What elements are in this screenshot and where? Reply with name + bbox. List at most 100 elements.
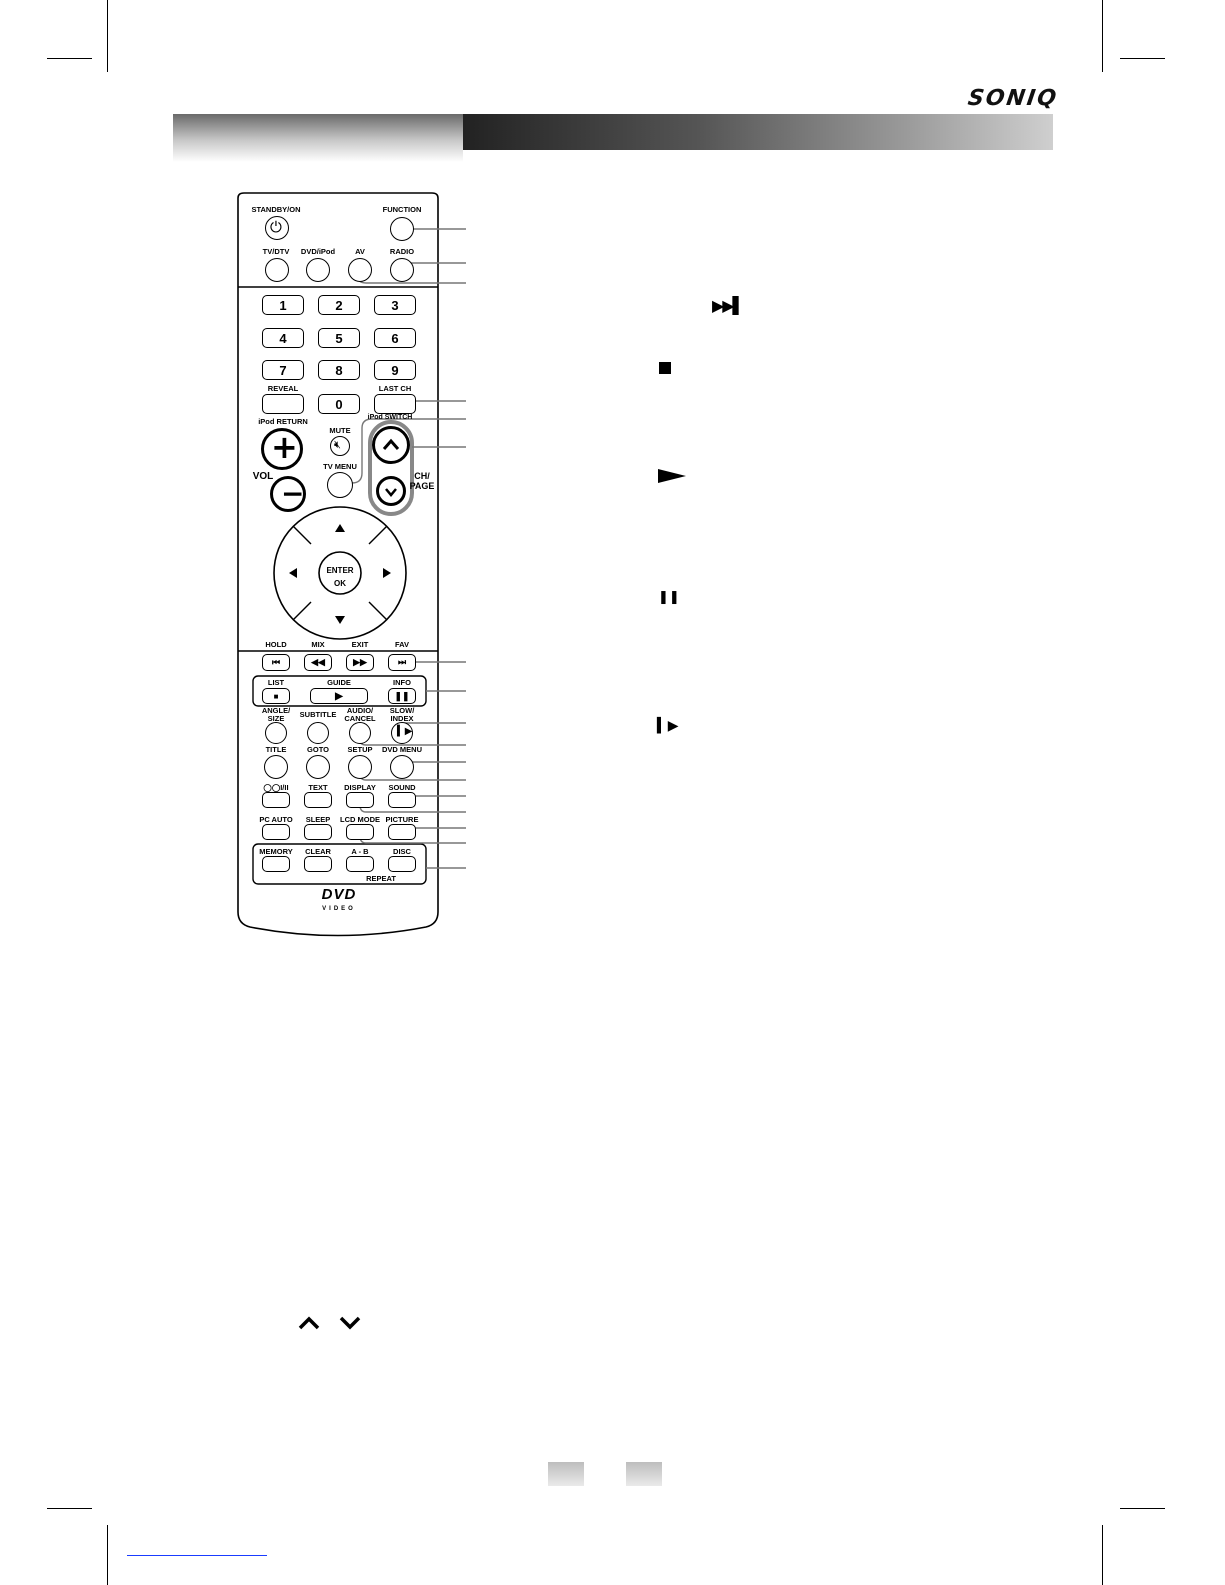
mute-label: MUTE xyxy=(329,426,351,435)
pause-icon: ❚❚ xyxy=(658,590,680,605)
number-2-button[interactable]: 2 xyxy=(318,295,360,315)
volume-up-button[interactable]: + xyxy=(261,428,303,470)
play-button[interactable]: ▶ xyxy=(310,688,368,704)
nav-down-button[interactable] xyxy=(320,612,360,636)
standby-button[interactable]: ⏻ xyxy=(265,216,289,240)
sound-label: SOUND xyxy=(388,783,416,792)
chevron-up-icon xyxy=(382,438,400,450)
sleep-button[interactable] xyxy=(304,824,332,840)
sound-button[interactable] xyxy=(388,792,416,808)
skip-back-button[interactable]: ⏮ xyxy=(262,654,290,671)
display-button[interactable] xyxy=(346,792,374,808)
number-5-button[interactable]: 5 xyxy=(318,328,360,348)
slow-play-icon: ▍▶ xyxy=(397,726,413,737)
number-7-button[interactable]: 7 xyxy=(262,360,304,380)
channel-up-button[interactable] xyxy=(372,426,410,464)
av-button[interactable] xyxy=(348,258,372,282)
number-0-button[interactable]: 0 xyxy=(318,394,360,414)
function-label: FUNCTION xyxy=(382,205,422,214)
crop-mark xyxy=(47,1508,92,1509)
reveal-label: REVEAL xyxy=(267,384,299,393)
dvdipod-button[interactable] xyxy=(306,258,330,282)
skip-forward-icon: ⏭ xyxy=(397,657,407,667)
clear-label: CLEAR xyxy=(305,847,331,856)
tvdtv-button[interactable] xyxy=(265,258,289,282)
ipod-return-label: iPod RETURN xyxy=(258,417,308,426)
number-9-button[interactable]: 9 xyxy=(374,360,416,380)
goto-label: GOTO xyxy=(307,745,329,754)
audio-label: AUDIO/ xyxy=(346,706,374,715)
mute-button[interactable]: 🔇︎ xyxy=(330,436,350,456)
standby-label: STANDBY/ON xyxy=(251,205,301,214)
slow-label: SLOW/ xyxy=(389,706,415,715)
pause-button[interactable]: ❚❚ xyxy=(388,688,416,704)
chevron-down-icon xyxy=(385,488,397,497)
rewind-button[interactable]: ◀◀ xyxy=(304,654,332,671)
goto-button[interactable] xyxy=(306,755,330,779)
stop-icon xyxy=(659,362,671,374)
memory-button[interactable] xyxy=(262,856,290,872)
section-header-bar xyxy=(463,114,1053,150)
lcdmode-button[interactable] xyxy=(346,824,374,840)
stereo-button[interactable] xyxy=(262,792,290,808)
number-1-button[interactable]: 1 xyxy=(262,295,304,315)
fast-forward-icon: ▶▶ xyxy=(353,657,367,667)
dvdipod-label: DVD/iPod xyxy=(300,247,336,256)
nav-right-button[interactable] xyxy=(378,553,402,593)
fast-forward-button[interactable]: ▶▶ xyxy=(346,654,374,671)
enter-ok-button[interactable]: ENTER OK xyxy=(320,554,360,594)
title-button[interactable] xyxy=(264,755,288,779)
angle-size-button[interactable] xyxy=(265,722,287,744)
stop-button[interactable]: ■ xyxy=(262,688,290,704)
pcauto-button[interactable] xyxy=(262,824,290,840)
guide-label: GUIDE xyxy=(327,678,351,687)
text-button[interactable] xyxy=(304,792,332,808)
number-4-button[interactable]: 4 xyxy=(262,328,304,348)
radio-button[interactable] xyxy=(390,258,414,282)
number-3-button[interactable]: 3 xyxy=(374,295,416,315)
section-header-tab xyxy=(173,114,463,162)
ipod-switch-label: iPod SWITCH xyxy=(367,414,413,421)
stop-icon: ■ xyxy=(273,691,279,701)
setup-button[interactable] xyxy=(348,755,372,779)
number-6-button[interactable]: 6 xyxy=(374,328,416,348)
volume-down-button[interactable]: − xyxy=(270,476,306,512)
audio-cancel-button[interactable] xyxy=(349,722,371,744)
nav-left-button[interactable] xyxy=(278,553,302,593)
number-8-button[interactable]: 8 xyxy=(318,360,360,380)
ab-label: A - B xyxy=(351,847,369,856)
minus-icon: − xyxy=(281,477,305,510)
step-play-icon: ▍▶ xyxy=(657,718,679,734)
ch-label: CH/ xyxy=(414,471,430,481)
reveal-button[interactable] xyxy=(262,394,304,414)
dvd-video-logo: VIDEO xyxy=(322,906,356,912)
lastch-button[interactable] xyxy=(374,394,416,414)
tvmenu-label: TV MENU xyxy=(323,462,357,471)
subtitle-button[interactable] xyxy=(307,722,329,744)
hold-label: HOLD xyxy=(265,640,287,649)
disc-repeat-button[interactable] xyxy=(388,856,416,872)
picture-button[interactable] xyxy=(388,824,416,840)
page-number-tab-right xyxy=(626,1462,662,1486)
list-label: LIST xyxy=(267,678,285,687)
dvdmenu-button[interactable] xyxy=(390,755,414,779)
slow-index-button[interactable]: ▍▶ xyxy=(391,722,413,744)
crop-mark xyxy=(107,0,108,72)
lastch-label: LAST CH xyxy=(378,384,412,393)
exit-label: EXIT xyxy=(351,640,369,649)
memory-label: MEMORY xyxy=(259,847,293,856)
fav-label: FAV xyxy=(394,640,410,649)
function-button[interactable] xyxy=(390,217,414,241)
brand-logo: SONIQ xyxy=(966,86,1060,111)
crop-mark xyxy=(1120,1508,1165,1509)
ab-repeat-button[interactable] xyxy=(346,856,374,872)
nav-up-button[interactable] xyxy=(320,510,360,534)
power-icon: ⏻ xyxy=(270,218,282,236)
plus-icon: + xyxy=(271,428,298,466)
channel-down-button[interactable] xyxy=(376,476,406,506)
clear-button[interactable] xyxy=(304,856,332,872)
dvd-logo: DVD xyxy=(321,886,357,903)
skip-forward-button[interactable]: ⏭ xyxy=(388,654,416,671)
rewind-icon: ◀◀ xyxy=(311,657,325,667)
tvmenu-button[interactable] xyxy=(327,472,353,498)
